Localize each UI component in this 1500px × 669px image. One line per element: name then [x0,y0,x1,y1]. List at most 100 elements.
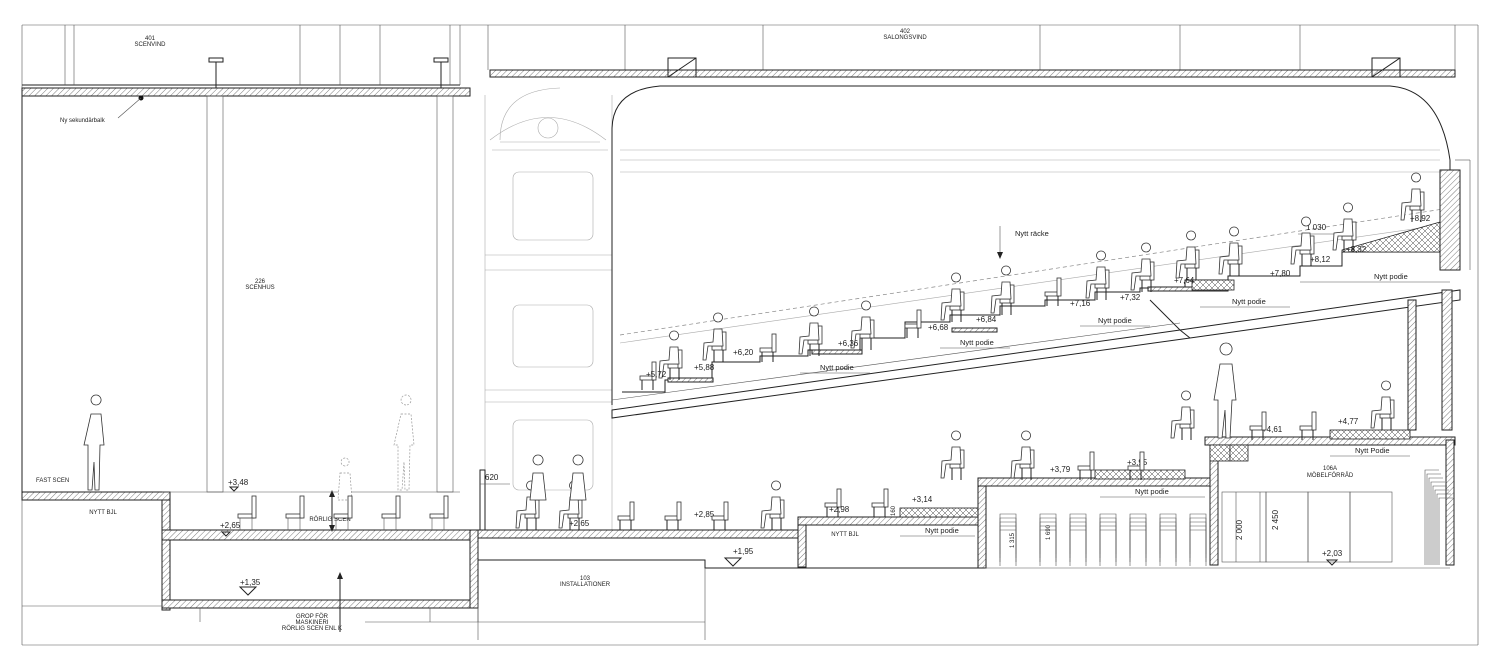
dim-1315: 1 315 [1010,532,1016,548]
chair-stack [1424,469,1453,565]
balcony-empty-seat [1044,277,1062,306]
pit-label-line1: GROP FÖR [296,613,329,620]
balcony-empty-seat [904,309,922,338]
stalls-empty-seat [1249,411,1267,440]
level-1-35: +1,35 [240,578,261,587]
stalls-empty-seat [824,488,842,517]
podium-label-5: Nytt podie [1374,272,1408,281]
balcony-podium-labels: Nytt podie Nytt podie Nytt podie Nytt po… [800,272,1450,374]
balcony-empty-seat [639,361,657,390]
podium-label-stalls-2: Nytt podie [1135,487,1169,496]
level-3-48: +3,48 [228,478,249,487]
dim-620: 620 [485,473,499,482]
stage-chair [237,495,257,530]
auditorium-vault [499,85,1471,405]
pit-label-line3: RÖRLIG SCEN ENL K [282,625,342,632]
balcony-seated-person [1218,226,1243,276]
room-106a-number: 106A [1323,466,1337,472]
level-7-64: +7,64 [1174,276,1195,285]
podium-label-6: Nytt podie [925,526,959,535]
stalls-empty-seat [664,501,682,530]
stalls-structure [365,429,1456,640]
level-8-92: +8,92 [1410,214,1431,223]
level-7-32: +7,32 [1120,293,1141,302]
level-3-79: +3,79 [1050,465,1071,474]
new-beam-label-left: NYTT BJL [89,510,117,516]
chair-stack [999,513,1017,566]
podium-label-1: Nytt podie [820,363,854,372]
level-7-80: +7,80 [1270,269,1291,278]
movable-stage-label: RÖRLIG SCEN [309,516,350,523]
level-1-95: +1,95 [733,547,754,556]
dim-2000: 2 000 [1235,519,1244,540]
stalls-empty-seat [711,501,729,530]
balcony-levels: +5,72 +5,88 +6,20 +6,36 +6,68 +6,84 +7,1… [646,214,1431,379]
chair-stack [1159,513,1177,566]
dim-2450: 2 450 [1271,509,1280,530]
level-7-16: +7,16 [1070,299,1091,308]
balcony-empty-seat [759,333,777,362]
level-5-88: +5,88 [694,363,715,372]
balcony-seated-person [702,312,727,362]
chair-stack [1069,513,1087,566]
level-5-72: +5,72 [646,370,667,379]
room-402-name: SALONGSVIND [883,35,927,41]
room-226-number: 226 [255,279,266,285]
balcony-seated-person [1130,242,1155,292]
standing-figures [529,342,1237,501]
stalls-empty-seat [1077,451,1095,480]
balcony-structure [611,169,1461,431]
proscenium-facade [479,95,613,533]
dim-1030: 1 030 [1306,223,1327,232]
stage-chair [381,495,401,530]
stalls-empty-seat [617,501,635,530]
chair-stack [1099,513,1117,566]
level-2-85: +2,85 [694,510,715,519]
balcony-seated-person [1332,202,1357,252]
fixed-stage-label: FAST SCEN [36,478,69,484]
level-6-84: +6,84 [976,315,997,324]
new-railing-label: Nytt räcke [1015,229,1049,238]
room-401-name: SCENVIND [134,42,166,48]
level-6-20: +6,20 [733,348,754,357]
chair-stack [1189,513,1207,566]
level-4-61: +4,61 [1262,425,1283,434]
stage-chair [285,495,305,530]
room-106a-name: MÖBELFÖRRÅD [1307,472,1354,479]
stalls-dimensions: 160 1 315 1 690 2 000 2 450 [891,505,1280,548]
level-2-65-a: +2,65 [220,521,241,530]
level-2-98: +2,98 [829,505,850,514]
stalls-empty-seat [871,488,889,517]
level-2-03: +2,03 [1322,549,1343,558]
level-8-12: +8,12 [1310,255,1331,264]
balcony-seated-person [1290,216,1315,266]
pit-label-line2: MASKINERI [295,620,328,626]
stage-chairs [237,495,449,530]
chair-stack [1039,513,1057,566]
new-beam-label-right: NYTT BJL [831,532,859,538]
balcony-seated-person [1085,250,1110,300]
level-8-32: +8,32 [1346,245,1367,254]
stage-figures [83,394,415,501]
level-3-14: +3,14 [912,495,933,504]
balcony-seated-person [990,265,1015,315]
podium-label-3: Nytt podie [1098,316,1132,325]
balcony-seated-person [658,330,683,380]
stacked-chairs [999,469,1453,566]
chair-stack [1129,513,1147,566]
stalls-seated-person [1170,390,1195,440]
stalls-seated-person [760,480,785,530]
podium-label-2: Nytt podie [960,338,994,347]
room-401-number: 401 [145,36,156,42]
dim-160: 160 [891,505,897,516]
level-4-77: +4,77 [1338,417,1359,426]
stage-chair [333,495,353,530]
stage-chair [429,495,449,530]
stage-house [21,95,479,632]
stalls-audience [515,380,1395,530]
secondary-beam-label: Ny sekundärbalk [60,118,106,124]
podium-label-4: Nytt podie [1232,297,1266,306]
stage-levels: +3,48 +2,65 +1,35 [220,478,261,596]
balcony-seated-person [1400,172,1425,222]
